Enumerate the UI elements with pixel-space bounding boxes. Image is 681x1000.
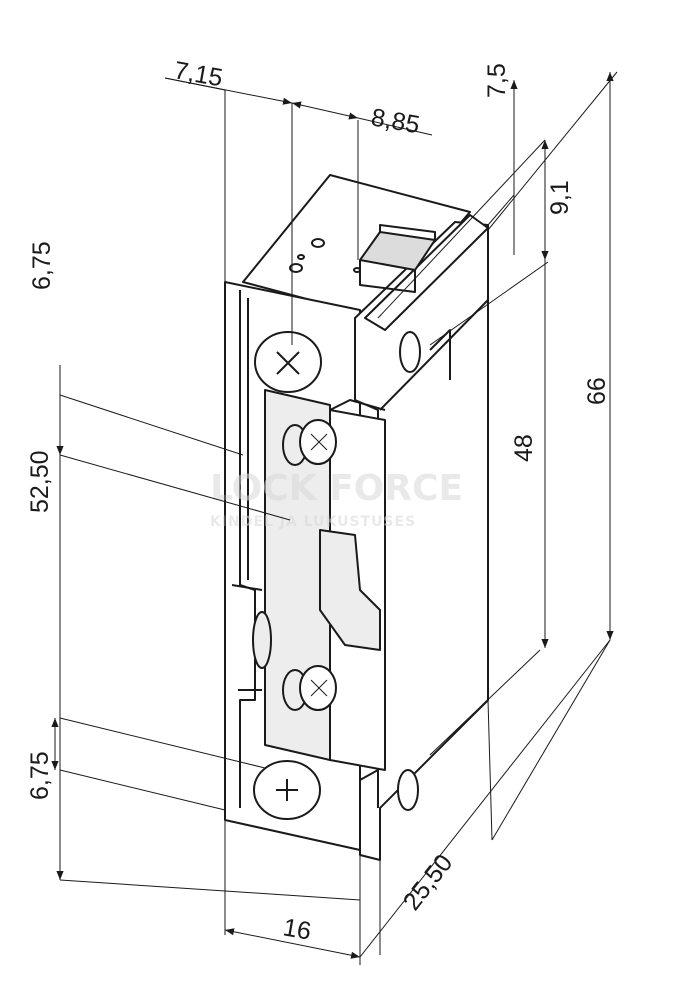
- dim-bottom-depth: 25,50: [398, 849, 459, 916]
- extension-lines: [59, 71, 618, 965]
- dim-top-right-small: 7,5: [483, 63, 511, 98]
- dim-left-middle: 52,50: [26, 450, 54, 513]
- internal-screw-lower: [282, 665, 337, 711]
- watermark-brand: LOCK FORCE: [210, 468, 463, 509]
- dimension-lines: [51, 72, 614, 959]
- dim-left-upper: 6,75: [28, 241, 56, 290]
- dim-right-small: 9,1: [546, 180, 574, 215]
- dim-top-left: 7,15: [172, 56, 225, 92]
- watermark-tagline: KINDEL JA LUKUSTUSES: [210, 514, 416, 530]
- internal-screw-upper: [282, 419, 337, 466]
- dim-top-middle: 8,85: [369, 103, 422, 139]
- dim-right-height-inner: 48: [510, 434, 538, 462]
- watermark: LOCK FORCE KINDEL JA LUKUSTUSES: [210, 468, 463, 530]
- strike-body: [224, 174, 489, 861]
- dim-right-height-total: 66: [583, 377, 611, 405]
- mounting-screw-top: [254, 331, 322, 393]
- mounting-screw-bottom: [253, 760, 321, 820]
- dim-bottom-width: 16: [281, 913, 313, 945]
- dim-left-lower: 6,75: [26, 751, 54, 800]
